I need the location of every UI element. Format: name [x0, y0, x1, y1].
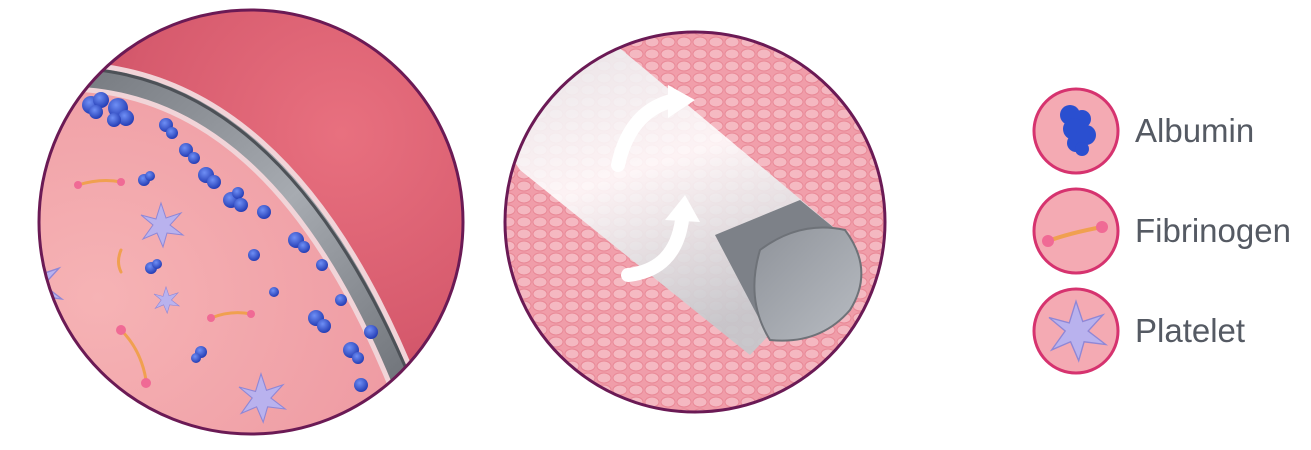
vessel-cross-section-panel — [26, 0, 476, 445]
vessel-cross-section-illustration — [26, 0, 476, 445]
legend-label-albumin: Albumin — [1135, 112, 1254, 150]
catheter-in-tissue-illustration — [500, 0, 900, 445]
legend-item-platelet: Platelet — [1020, 285, 1310, 385]
legend-label-platelet: Platelet — [1135, 312, 1245, 350]
albumin-icon — [1030, 85, 1122, 177]
catheter-in-tissue-panel — [500, 0, 900, 445]
legend: Albumin Fibrinogen Platelet — [1020, 85, 1310, 375]
legend-item-albumin: Albumin — [1020, 85, 1310, 185]
platelet-icon — [1030, 285, 1122, 377]
fibrinogen-icon — [1030, 185, 1122, 277]
legend-item-fibrinogen: Fibrinogen — [1020, 185, 1310, 285]
legend-label-fibrinogen: Fibrinogen — [1135, 212, 1291, 250]
